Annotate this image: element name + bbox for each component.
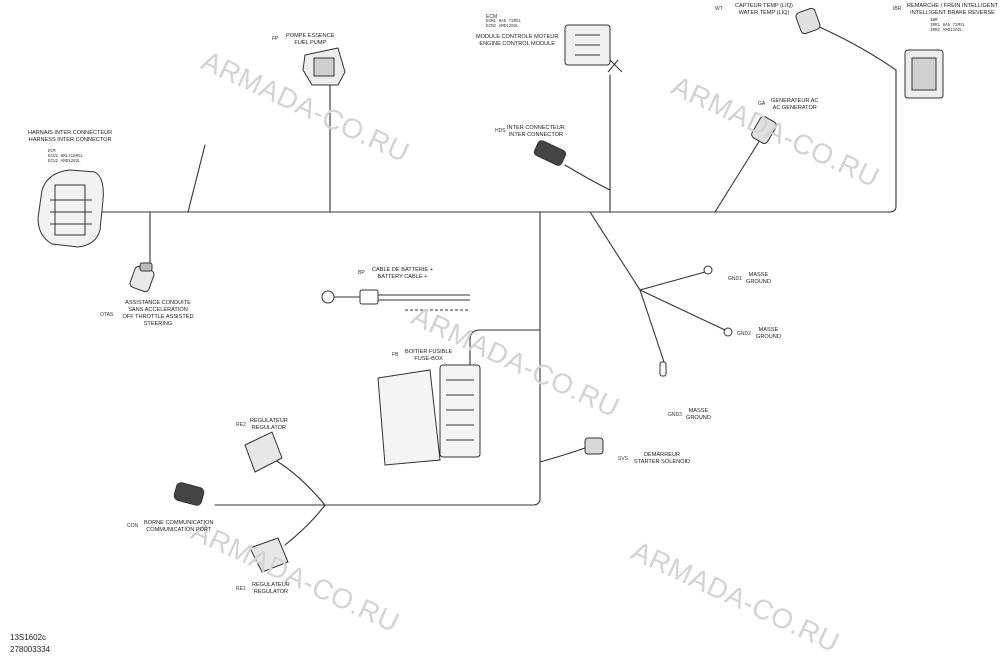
ground-2-label: MASSE GROUND xyxy=(756,327,781,340)
battery-cable-label: CABLE DE BATTERIE + BATTERY CABLE + xyxy=(372,267,433,280)
part-number: 278003334 xyxy=(10,645,51,654)
ground-branch-wire xyxy=(589,211,641,291)
starter-connector-shape xyxy=(584,437,604,455)
regulator-1-wire xyxy=(284,504,326,546)
starter-label: DEMARREUR STARTER SOLENOID xyxy=(634,452,691,465)
water-temp-connector-shape xyxy=(795,7,821,35)
fuel-pump-connector-shape xyxy=(302,47,346,86)
comm-port-label: BORNE COMMUNICATION COMMUNICATION PORT xyxy=(144,520,214,533)
ecm-pins: ECM1 8A5 72MSL ECM2 AMD1202L xyxy=(486,20,522,30)
comm-port-code: CON xyxy=(127,523,139,529)
inter-connector-code: HDS xyxy=(495,128,506,134)
otas-connector-shape xyxy=(129,262,155,293)
regulator-1-code: RE1 xyxy=(236,586,246,592)
fuse-box-label: BOITIER FUSIBLE FUSE-BOX xyxy=(405,349,453,362)
water-temp-wire xyxy=(814,24,897,71)
ground-1-code: GND1 xyxy=(728,276,742,282)
ground-terminals xyxy=(659,265,733,377)
regulator-1-shape xyxy=(249,537,289,573)
harness-inter-connector-shape xyxy=(37,169,104,248)
ground-2-code: GND2 xyxy=(737,331,751,337)
ibr-pins: IBR IBR1 8A5 72MSL IBR2 AMD1202L xyxy=(930,19,966,34)
ibr-connector-shape xyxy=(904,49,944,99)
fuse-box-code: FB xyxy=(392,352,399,358)
regulator-2-wire xyxy=(274,459,326,506)
harness-inter-label: HARNAIS INTER CONNECTEUR HARNESS INTER C… xyxy=(28,130,113,143)
fuel-pump-label: POMPE ESSENCE FUEL PUMP xyxy=(286,33,335,46)
harness-inter-pins: ECM ECU1 8MLJ15MSL ECU2 AMD1202L xyxy=(48,150,84,165)
main-trunk-wire xyxy=(97,69,897,213)
ac-generator-wire xyxy=(714,139,761,213)
otas-code: OTAS xyxy=(100,312,114,318)
ac-generator-connector-shape xyxy=(751,116,777,144)
battery-cable-shape xyxy=(321,289,470,311)
starter-code: SVS xyxy=(618,456,629,462)
fusebox-wire xyxy=(469,329,541,381)
regulator-2-label: REGULATEUR REGULATOR xyxy=(250,418,288,431)
starter-wire xyxy=(539,447,586,463)
inter-connector-shape xyxy=(533,140,567,166)
fuse-box-shape xyxy=(377,364,481,466)
lower-trunk-wire xyxy=(214,211,541,506)
inter-connector-label: INTER CONNECTEUR INTER CONNECTOR xyxy=(507,125,565,138)
comm-port-shape xyxy=(173,482,205,506)
otas-label: ASSISTANCE CONDUITE SANS ACCELERATION OF… xyxy=(122,300,194,327)
regulator-2-shape xyxy=(244,431,283,473)
regulator-1-label: REGULATEUR REGULATOR xyxy=(252,582,290,595)
harness-inter-wire xyxy=(187,144,206,213)
ecm-label: MODULE CONTROLE MOTEUR ENGINE CONTROL MO… xyxy=(476,34,559,47)
water-temp-label: CAPTEUR TEMP (LIQ) WATER TEMP (LIQ) xyxy=(735,3,793,16)
ground-1-label: MASSE GROUND xyxy=(746,272,771,285)
ac-generator-code: GA xyxy=(758,101,766,107)
regulator-2-code: RE2 xyxy=(236,422,246,428)
fuel-pump-code: FP xyxy=(272,36,279,42)
illustration-ref: 13S1602c xyxy=(10,633,47,642)
ecm-code: ECM xyxy=(486,14,498,20)
ground-3-code: GND3 xyxy=(668,412,682,418)
inter-connector-wire xyxy=(564,164,611,191)
ecm-shape xyxy=(564,24,623,73)
ac-generator-label: GENERATEUR AC AC GENERATOR xyxy=(771,98,819,111)
ibr-code: IBR xyxy=(893,6,902,12)
ibr-label: REMARCHE / FREIN INTELLIGENT INTELLIGENT… xyxy=(907,3,999,16)
ground-3-label: MASSE GROUND xyxy=(686,408,711,421)
battery-cable-code: BP xyxy=(358,270,365,276)
water-temp-code: WT xyxy=(715,6,723,12)
